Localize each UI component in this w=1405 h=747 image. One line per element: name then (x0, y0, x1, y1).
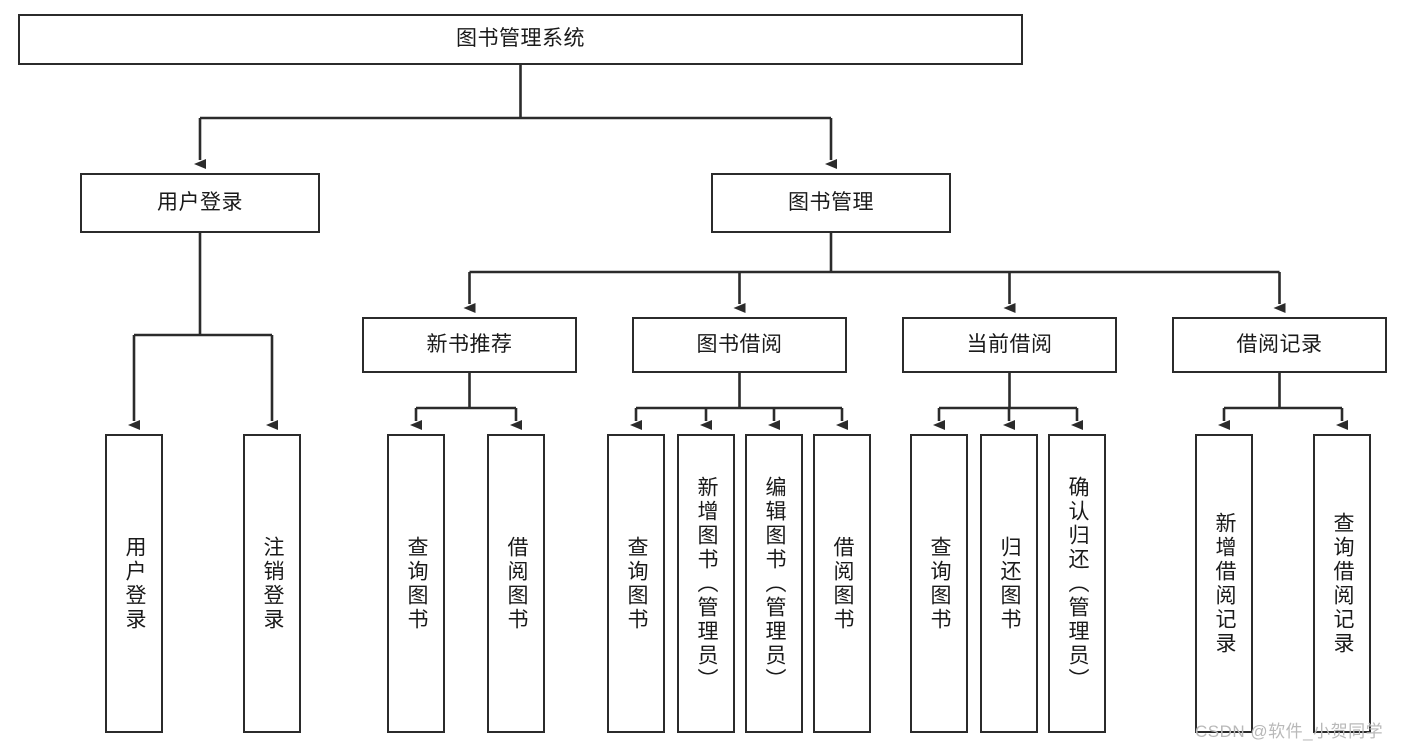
node-leaf-4[interactable]: 借阅图书 (487, 434, 545, 733)
node-leaf-9[interactable]: 查询图书 (910, 434, 968, 733)
node-leaf-13[interactable]: 查询借阅记录 (1313, 434, 1371, 733)
node-label: 当前借阅 (966, 332, 1053, 356)
node-label: 新书推荐 (426, 332, 513, 356)
node-records[interactable]: 借阅记录 (1172, 317, 1387, 373)
watermark-text: CSDN @软件_小贺同学 (1195, 722, 1384, 741)
node-label: 查询图书 (625, 535, 649, 632)
node-label: 新增图书（管理员） (695, 475, 719, 692)
node-leaf-12[interactable]: 新增借阅记录 (1195, 434, 1253, 733)
node-leaf-5[interactable]: 查询图书 (607, 434, 665, 733)
node-label: 查询图书 (928, 535, 952, 632)
node-newbook[interactable]: 新书推荐 (362, 317, 577, 373)
node-bookmgmt[interactable]: 图书管理 (711, 173, 951, 233)
node-label: 新增借阅记录 (1213, 511, 1237, 656)
node-label: 借阅记录 (1236, 332, 1323, 356)
node-label: 用户登录 (123, 535, 147, 632)
connector-lines (128, 65, 1348, 430)
node-label: 图书管理 (788, 190, 874, 214)
node-leaf-6[interactable]: 新增图书（管理员） (677, 434, 735, 733)
node-leaf-10[interactable]: 归还图书 (980, 434, 1038, 733)
node-label: 确认归还（管理员） (1066, 475, 1090, 692)
node-label: 用户登录 (157, 190, 243, 214)
node-leaf-2[interactable]: 注销登录 (243, 434, 301, 733)
node-label: 图书管理系统 (456, 27, 585, 51)
node-login[interactable]: 用户登录 (80, 173, 320, 233)
node-leaf-7[interactable]: 编辑图书（管理员） (745, 434, 803, 733)
node-label: 图书借阅 (696, 332, 783, 356)
node-root[interactable]: 图书管理系统 (18, 14, 1023, 65)
node-label: 注销登录 (261, 535, 285, 632)
node-leaf-1[interactable]: 用户登录 (105, 434, 163, 733)
node-label: 借阅图书 (505, 535, 529, 632)
node-label: 编辑图书（管理员） (763, 475, 787, 692)
node-current[interactable]: 当前借阅 (902, 317, 1117, 373)
node-label: 借阅图书 (831, 535, 855, 632)
node-label: 查询借阅记录 (1331, 511, 1355, 656)
node-label: 查询图书 (405, 535, 429, 632)
node-leaf-3[interactable]: 查询图书 (387, 434, 445, 733)
node-label: 归还图书 (998, 535, 1022, 632)
node-borrow[interactable]: 图书借阅 (632, 317, 847, 373)
node-leaf-11[interactable]: 确认归还（管理员） (1048, 434, 1106, 733)
node-leaf-8[interactable]: 借阅图书 (813, 434, 871, 733)
